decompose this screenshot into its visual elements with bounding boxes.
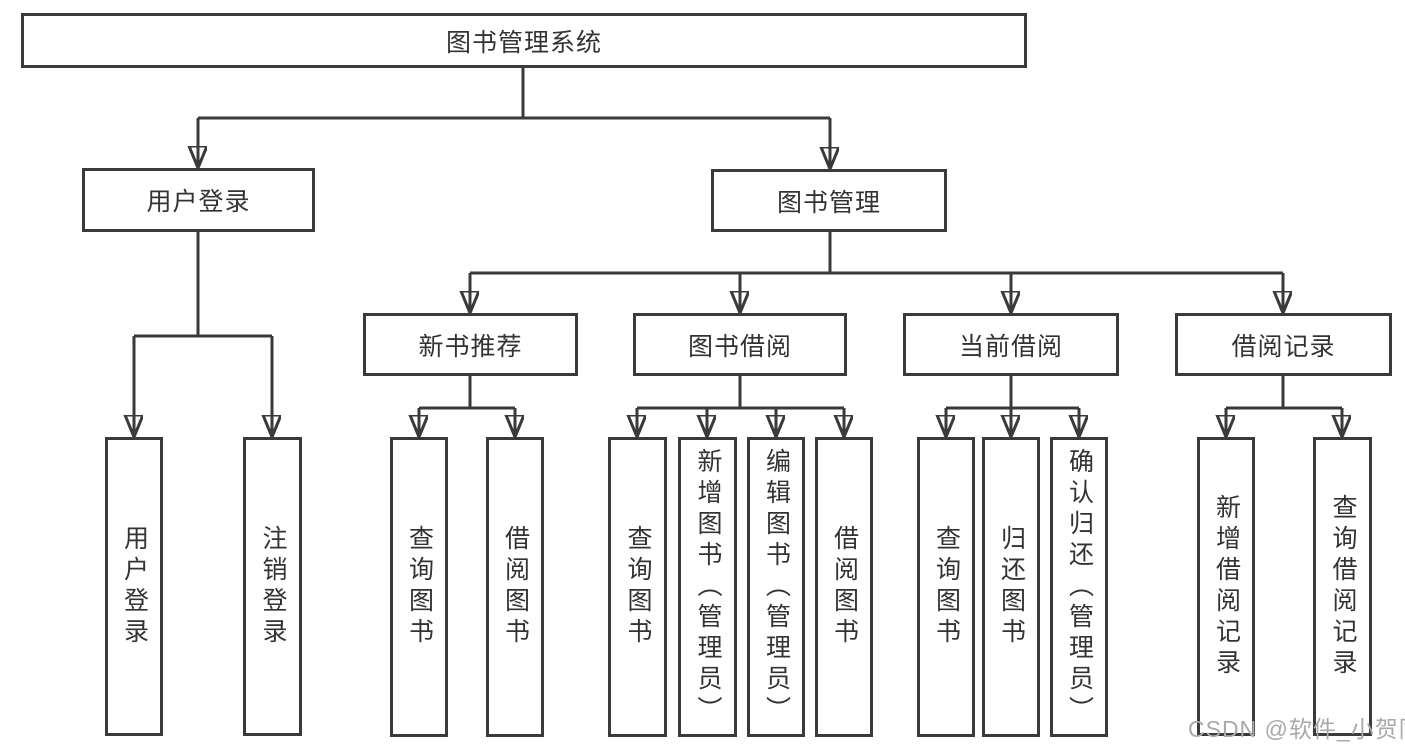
node-label: 确认归还（管理员） (1065, 447, 1094, 727)
node-label: 借阅图书 (501, 525, 530, 649)
node-book-borrowing: 图书借阅 (633, 313, 847, 376)
node-new-book-recommendation: 新书推荐 (363, 313, 578, 376)
leaf-borrow-books-recommend: 借阅图书 (486, 437, 544, 737)
node-label: 用户登录 (146, 188, 251, 216)
node-label: 图书管理 (776, 188, 881, 217)
leaf-query-borrowing-record: 查询借阅记录 (1313, 437, 1372, 736)
node-current-borrowing: 当前借阅 (903, 313, 1119, 376)
node-label: 用户登录 (120, 524, 149, 649)
node-label: 借阅图书 (830, 525, 859, 649)
node-label: 查询图书 (932, 525, 961, 649)
node-label: 新增图书（管理员） (694, 447, 722, 727)
connector-root-to-level2 (198, 68, 830, 169)
leaf-query-books-borrowing: 查询图书 (608, 437, 667, 737)
leaf-edit-books-admin: 编辑图书（管理员） (747, 437, 805, 737)
node-label: 新书推荐 (418, 332, 523, 361)
leaf-add-books-admin: 新增图书（管理员） (678, 437, 737, 737)
node-label: 当前借阅 (958, 332, 1063, 361)
leaf-borrow-books: 借阅图书 (815, 437, 873, 737)
connector-borrowing-records-children (1226, 376, 1342, 437)
connector-book-management-children (470, 232, 1283, 313)
node-label: 编辑图书（管理员） (762, 447, 791, 727)
leaf-confirm-return-admin: 确认归还（管理员） (1050, 437, 1108, 737)
node-user-login: 用户登录 (82, 168, 315, 232)
leaf-query-books-recommend: 查询图书 (390, 437, 448, 737)
node-label: 查询图书 (624, 525, 652, 649)
leaf-add-borrowing-record: 新增借阅记录 (1197, 437, 1255, 736)
node-label: 查询借阅记录 (1329, 493, 1357, 680)
node-label: 归还图书 (997, 525, 1026, 649)
node-root-library-management-system: 图书管理系统 (21, 13, 1027, 68)
csdn-watermark: CSDN @软件_小贺同学 (1188, 716, 1405, 742)
node-label: 查询图书 (405, 525, 434, 649)
node-label: 借阅记录 (1231, 332, 1336, 361)
node-label: 注销登录 (259, 524, 287, 649)
leaf-return-books: 归还图书 (982, 437, 1040, 737)
leaf-logout: 注销登录 (243, 437, 302, 736)
connector-new-book-recommendation-children (419, 376, 515, 437)
leaf-user-login: 用户登录 (105, 437, 163, 736)
connector-current-borrowing-children (946, 376, 1079, 437)
node-label: 图书借阅 (687, 332, 792, 361)
leaf-query-books-current: 查询图书 (917, 437, 975, 737)
node-label: 图书管理系统 (445, 28, 602, 57)
node-borrowing-records: 借阅记录 (1175, 313, 1392, 376)
node-label: 新增借阅记录 (1212, 493, 1241, 680)
connector-book-borrowing-children (637, 376, 844, 437)
connector-user-login-children (134, 232, 272, 437)
node-book-management: 图书管理 (711, 169, 947, 232)
